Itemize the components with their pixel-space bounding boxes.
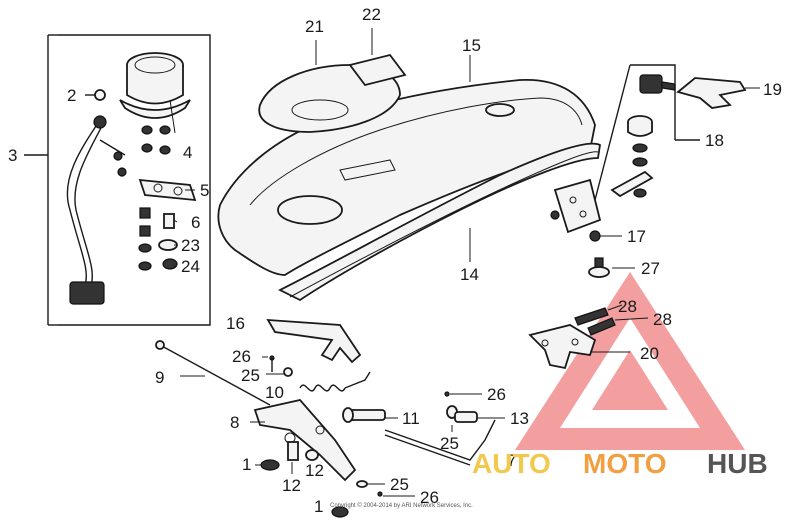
callout-11: 11 <box>402 409 420 428</box>
callout-18: 18 <box>705 131 724 150</box>
callout-14: 14 <box>460 265 479 284</box>
plate-part-22 <box>348 28 407 87</box>
callout-16: 16 <box>226 314 245 333</box>
callout-25a: 25 <box>241 366 260 385</box>
watermark-moto: MOTO <box>583 448 666 479</box>
callout-22: 22 <box>362 5 381 24</box>
callout-1b: 1 <box>314 497 323 516</box>
callout-26c: 26 <box>420 488 439 507</box>
callout-7: 7 <box>507 451 516 470</box>
callout-1a: 1 <box>242 455 251 474</box>
callout-10: 10 <box>265 383 284 402</box>
callout-28a: 28 <box>618 297 637 316</box>
callout-17: 17 <box>627 227 646 246</box>
callout-3: 3 <box>8 146 17 165</box>
callout-2: 2 <box>67 86 76 105</box>
callout-5: 5 <box>200 181 209 200</box>
watermark-text: AUTO MOTO HUB <box>472 448 768 479</box>
callout-19: 19 <box>763 80 782 99</box>
copyright-text: Copyright © 2004-2014 by ARI Network Ser… <box>330 502 473 509</box>
bracket-part-20 <box>528 304 649 370</box>
callout-27: 27 <box>641 259 660 278</box>
watermark-hub: HUB <box>707 448 768 479</box>
callout-25c: 25 <box>390 475 409 494</box>
callout-6: 6 <box>191 213 200 232</box>
callout-26b: 26 <box>487 385 506 404</box>
callout-15: 15 <box>462 36 481 55</box>
callout-13: 13 <box>510 409 529 428</box>
callout-labels: 1 1 2 3 4 5 6 7 8 9 10 11 12 12 13 14 15… <box>8 5 782 516</box>
watermark-logo-icon <box>515 272 745 450</box>
callout-8: 8 <box>230 413 239 432</box>
callout-9: 9 <box>155 368 164 387</box>
callout-28b: 28 <box>653 310 672 329</box>
lock-assembly-group <box>550 64 760 278</box>
callout-21: 21 <box>305 17 324 36</box>
callout-20: 20 <box>640 344 659 363</box>
callout-12a: 12 <box>282 476 301 495</box>
callout-23: 23 <box>181 236 200 255</box>
meter-assembly-group <box>24 34 211 326</box>
callout-25b: 25 <box>440 434 459 453</box>
callout-12b: 12 <box>305 461 324 480</box>
callout-4: 4 <box>183 143 192 162</box>
callout-26a: 26 <box>232 347 251 366</box>
watermark-auto: AUTO <box>472 448 551 479</box>
latch-linkage-group <box>155 318 505 518</box>
callout-24: 24 <box>181 257 200 276</box>
